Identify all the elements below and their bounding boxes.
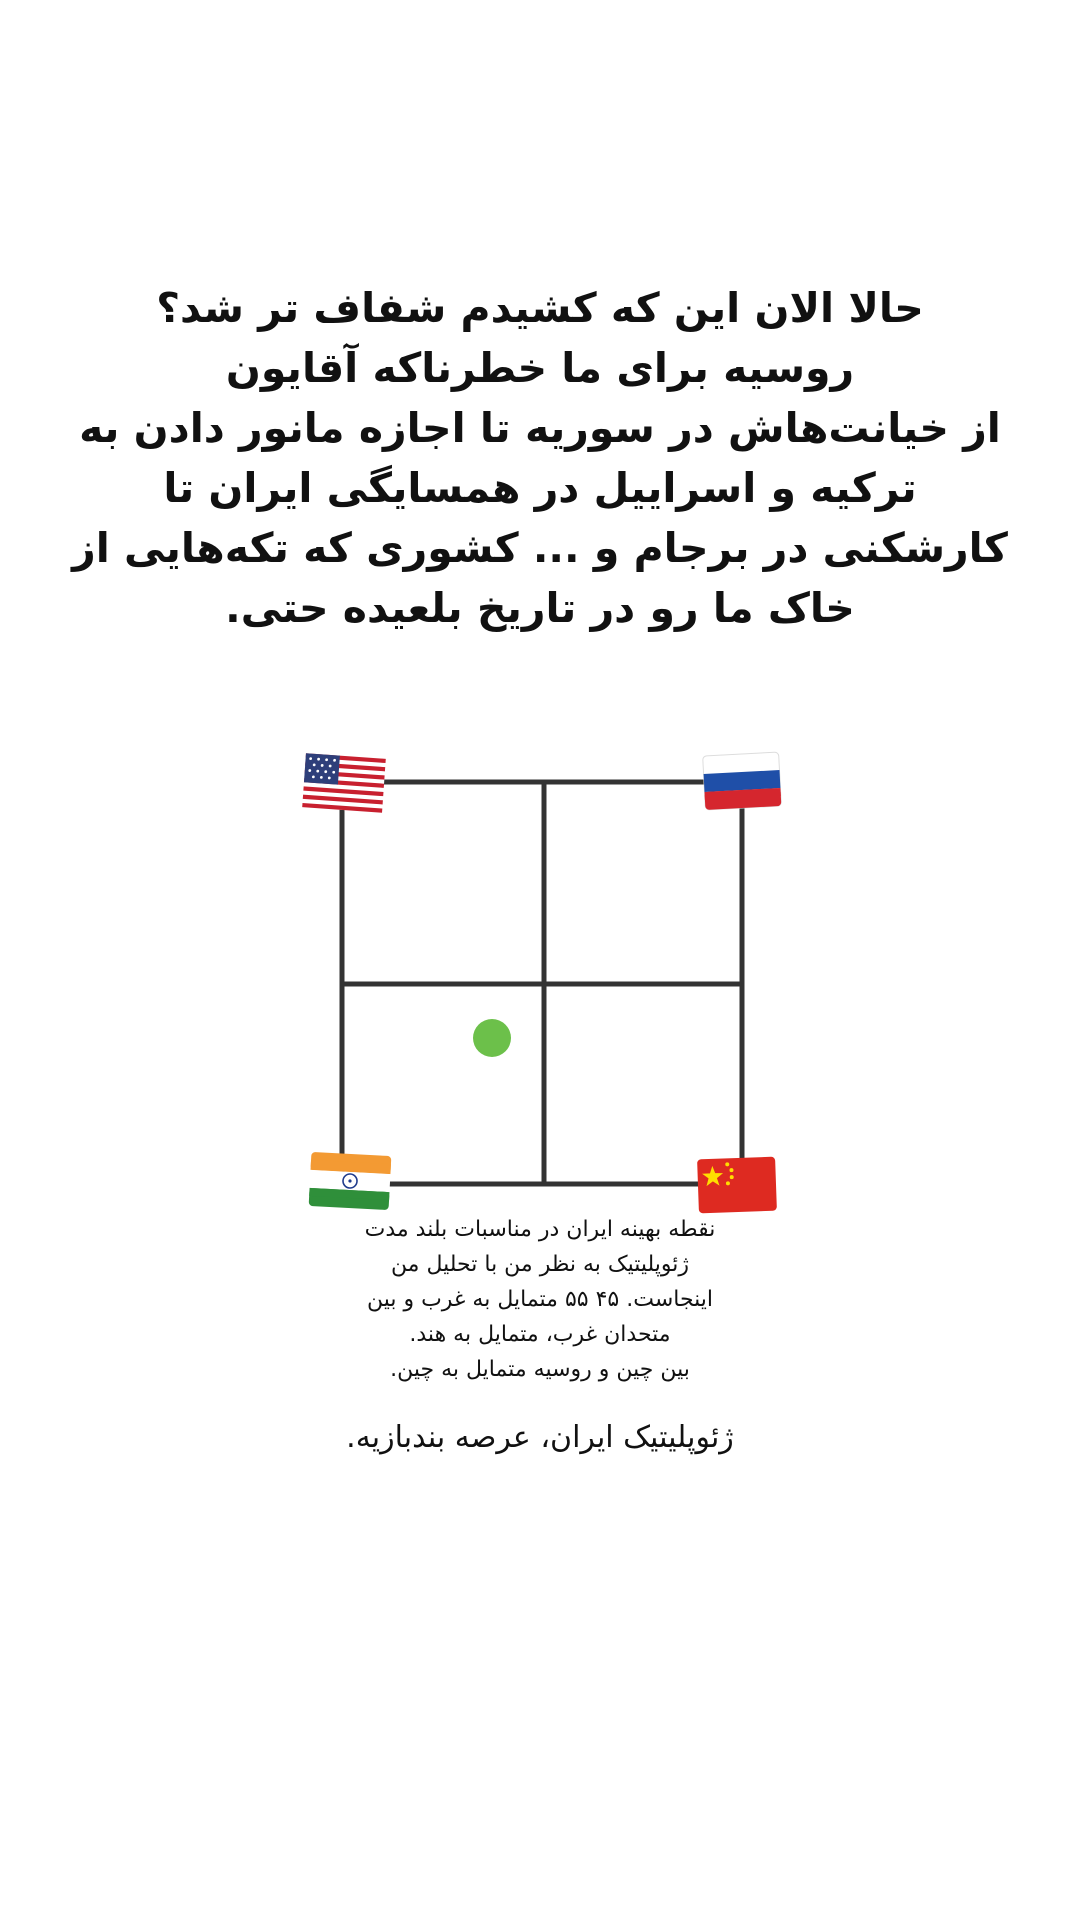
- headline-text: حالا الان این که کشیدم شفاف تر شد؟ روسیه…: [60, 278, 1020, 638]
- headline-line: خاک ما رو در تاریخ بلعیده حتی.: [225, 584, 855, 632]
- headline-line: کارشکنی در برجام و ... کشوری که تکه‌هایی…: [72, 524, 1008, 572]
- headline-line: ترکیه و اسراییل در همسایگی ایران تا: [163, 464, 917, 512]
- optimal-point-dot: [473, 1019, 511, 1057]
- grid: [339, 779, 745, 1187]
- russia-flag-icon: [702, 751, 782, 811]
- diagram-caption: نقطه بهینه ایران در مناسبات بلند مدت ژئو…: [280, 1212, 800, 1387]
- china-flag-icon: [697, 1156, 777, 1214]
- headline-line: روسیه برای ما خطرناکه آقایون: [225, 344, 855, 392]
- headline-line: از خیانت‌هاش در سوریه تا اجازه مانور داد…: [79, 404, 1001, 452]
- tagline-text: ژئوپلیتیک ایران، عرصه بندبازیه.: [346, 1420, 734, 1455]
- caption-line: اینجاست. ۴۵ ۵۵ متمایل به غرب و بین: [366, 1287, 714, 1312]
- india-flag-icon: [308, 1152, 392, 1210]
- caption-line: بین چین و روسیه متمایل به چین.: [390, 1357, 690, 1382]
- headline-line: حالا الان این که کشیدم شفاف تر شد؟: [156, 284, 924, 332]
- usa-flag-icon: [302, 753, 386, 813]
- caption-line: ژئوپلیتیک به نظر من با تحلیل من: [390, 1252, 690, 1277]
- geopolitics-grid-diagram: [280, 730, 800, 1230]
- caption-line: نقطه بهینه ایران در مناسبات بلند مدت: [364, 1217, 716, 1242]
- caption-line: متحدان غرب، متمایل به هند.: [409, 1322, 671, 1347]
